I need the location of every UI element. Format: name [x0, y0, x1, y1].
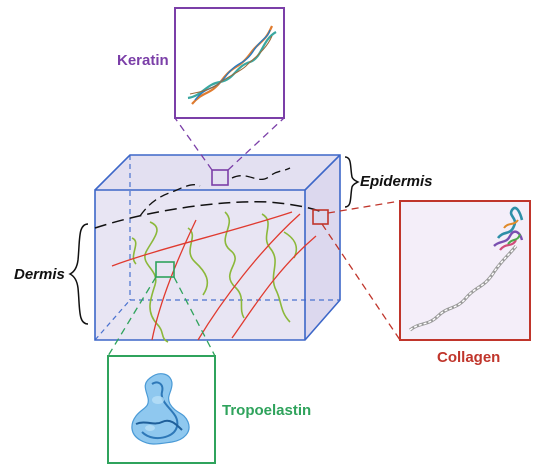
collagen-inset-frame	[399, 200, 531, 341]
dermis-bracket	[68, 223, 89, 325]
collagen-label: Collagen	[437, 349, 500, 366]
elastin-fiber	[261, 213, 291, 323]
tropoelastin-surface-icon	[131, 373, 190, 445]
collagen-connector	[327, 200, 401, 214]
collagen-fiber	[231, 235, 317, 339]
keratin-connector	[174, 117, 213, 171]
collagen-fiber	[151, 219, 197, 341]
elastin-fiber	[187, 227, 209, 296]
keratin-label: Keratin	[117, 52, 169, 69]
tropoelastin-sample-square	[155, 261, 175, 278]
elastin-fibers	[131, 211, 298, 343]
elastin-fiber	[144, 221, 169, 343]
epidermis-ridge-line	[139, 184, 201, 217]
block-top-face	[95, 155, 340, 190]
elastin-fiber	[131, 237, 137, 265]
collagen-triple-helix-icon	[409, 206, 524, 332]
dermis-label: Dermis	[14, 266, 65, 283]
skin-block	[94, 154, 341, 341]
epidermis-label: Epidermis	[360, 173, 433, 190]
keratin-connector	[227, 117, 285, 171]
tropoelastin-connector	[173, 276, 216, 357]
block-visible-outline	[94, 154, 341, 341]
epidermis-bracket	[344, 156, 360, 208]
collagen-inset: Collagen	[399, 200, 531, 366]
keratin-double-helix-icon	[187, 25, 277, 105]
block-front-face	[95, 190, 305, 340]
collagen-sample-square	[312, 209, 329, 225]
keratin-inset-frame	[174, 7, 285, 119]
keratin-inset: Keratin	[117, 7, 285, 119]
tropoelastin-label: Tropoelastin	[222, 402, 311, 419]
block-right-face	[305, 155, 340, 340]
keratin-sample-square	[211, 169, 229, 186]
collagen-fibers	[111, 211, 317, 341]
collagen-fiber	[197, 213, 301, 341]
epidermis-boundary	[94, 201, 326, 229]
collagen-fiber	[111, 211, 293, 267]
tropoelastin-inset: Tropoelastin	[107, 355, 311, 464]
tropoelastin-connector	[107, 276, 157, 357]
block-top-right-edge	[304, 154, 341, 191]
